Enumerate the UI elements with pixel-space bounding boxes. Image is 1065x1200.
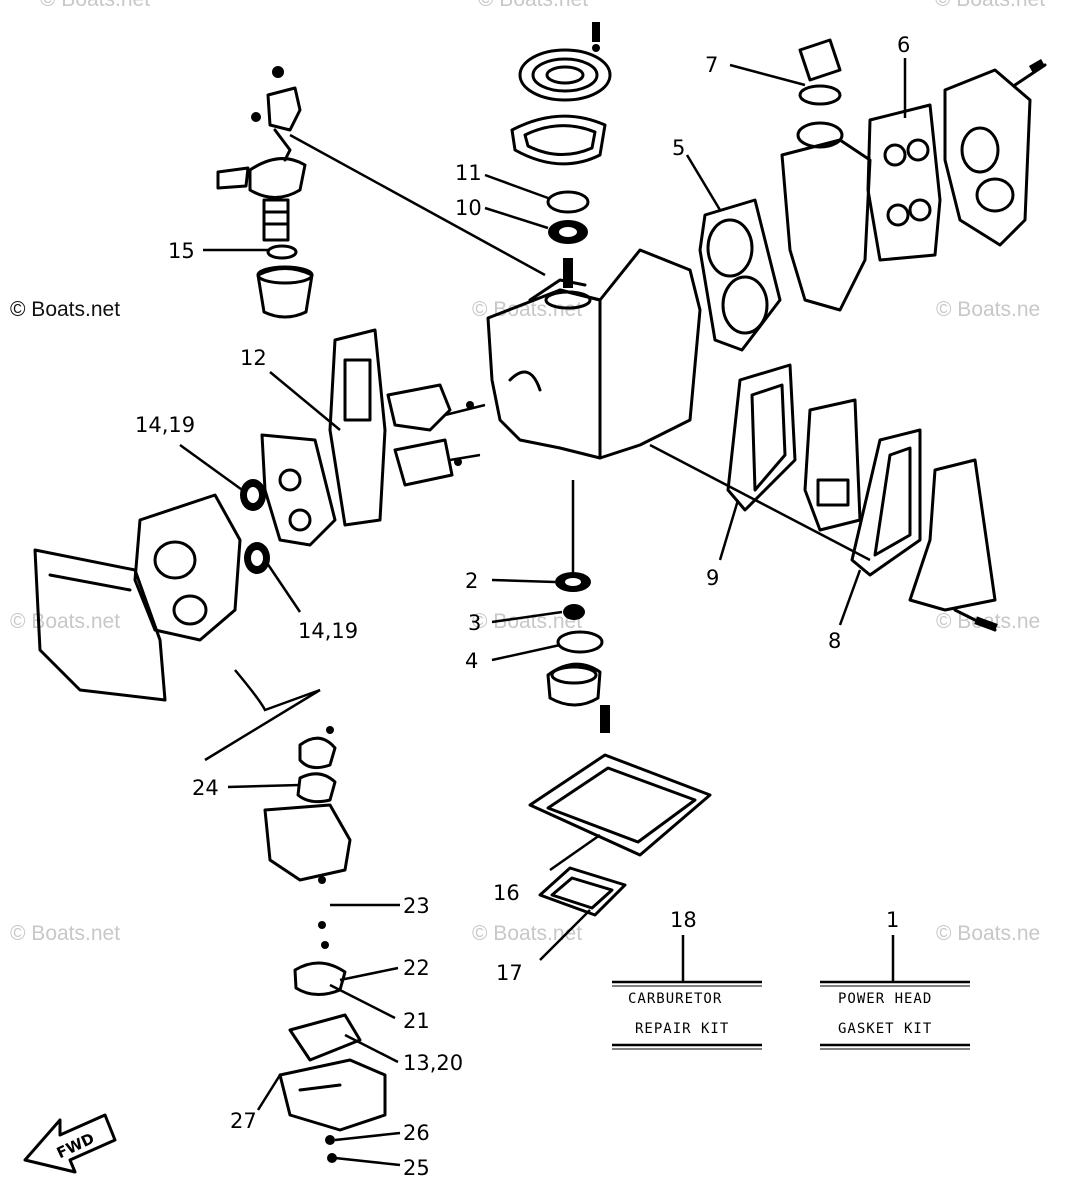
callout-27: 27 xyxy=(230,1109,257,1133)
callout-22: 22 xyxy=(403,956,430,980)
watermark: © Boats.net xyxy=(10,610,120,633)
callout-9: 9 xyxy=(706,566,719,590)
callout-5: 5 xyxy=(672,136,685,160)
watermark: © Boats.net xyxy=(40,0,150,11)
callout-8: 8 xyxy=(828,629,841,653)
oil-seal-3 xyxy=(563,604,585,620)
left-gasket xyxy=(260,433,337,547)
callout-10: 10 xyxy=(455,196,482,220)
callout-1: 1 xyxy=(886,908,899,932)
kit-line: GASKET KIT xyxy=(838,1021,932,1037)
callout-21: 21 xyxy=(403,1009,430,1033)
manifold-12 xyxy=(328,328,387,527)
watermark: © Boats.net xyxy=(10,922,120,945)
callout-4: 4 xyxy=(465,649,478,673)
kit-line: POWER HEAD xyxy=(838,991,932,1007)
crankcase-block xyxy=(486,248,702,460)
callout-26: 26 xyxy=(403,1121,430,1145)
callout-6: 6 xyxy=(897,33,910,57)
watermark: © Boats.net xyxy=(10,298,120,321)
watermark: © Boats.net xyxy=(935,0,1045,11)
top-seal-assembly xyxy=(510,22,612,166)
watermark: © Boats.net xyxy=(472,610,582,633)
gasket-17 xyxy=(538,866,627,917)
o-ring-4 xyxy=(556,630,604,654)
bearing-housing xyxy=(546,662,610,733)
watermark: © Boats.net xyxy=(478,0,588,11)
callouts: 7 6 5 11 10 15 12 14,19 14,19 2 3 4 9 8 … xyxy=(135,33,910,1180)
watermark: © Boats.ne xyxy=(936,298,1040,321)
oil-seal-10 xyxy=(548,220,588,244)
callout-25: 25 xyxy=(403,1156,430,1180)
watermark: © Boats.ne xyxy=(936,922,1040,945)
reed-plate xyxy=(803,398,862,532)
kit-line: CARBURETOR xyxy=(628,991,722,1007)
callout-11: 11 xyxy=(455,161,482,185)
intake-gasket-9 xyxy=(726,363,797,512)
exhaust-plate-6 xyxy=(866,103,942,262)
crankcase-cover xyxy=(133,493,242,642)
cylinder-head-gasket-5 xyxy=(698,198,782,352)
power-head-kit-label: POWER HEAD GASKET KIT xyxy=(820,980,970,1050)
kit-line: REPAIR KIT xyxy=(635,1021,729,1037)
cylinder-head xyxy=(780,38,872,312)
leader-line xyxy=(234,669,321,712)
callout-7: 7 xyxy=(705,53,718,77)
callout-18: 18 xyxy=(670,908,697,932)
exhaust-cover xyxy=(943,59,1047,247)
thermostat-assembly xyxy=(216,66,314,319)
watermark: © Boats.net xyxy=(472,298,582,321)
callout-16: 16 xyxy=(493,881,520,905)
callout-24: 24 xyxy=(192,776,219,800)
callout-12: 12 xyxy=(240,346,267,370)
callout-14-19-lower: 14,19 xyxy=(298,619,358,643)
leader-line xyxy=(204,688,321,762)
oil-seal-14-19-lower xyxy=(244,542,270,574)
leader-line xyxy=(649,443,871,562)
carburetor-kit-label: CARBURETOR REPAIR KIT xyxy=(612,980,762,1050)
air-silencer xyxy=(33,548,167,702)
callout-15: 15 xyxy=(168,239,195,263)
o-ring-11 xyxy=(546,190,590,214)
callout-17: 17 xyxy=(496,961,523,985)
intake-gasket-8 xyxy=(850,428,922,577)
callout-23: 23 xyxy=(403,894,430,918)
watermark: © Boats.net xyxy=(472,922,582,945)
callout-13-20: 13,20 xyxy=(403,1051,463,1075)
callout-2: 2 xyxy=(465,569,478,593)
leader-lines xyxy=(179,58,907,1167)
watermarks: © Boats.net © Boats.net © Boats.net © Bo… xyxy=(10,0,1045,945)
forward-arrow-icon: FWD xyxy=(23,1113,117,1174)
oil-seal-2 xyxy=(555,572,591,592)
leader-line xyxy=(289,133,546,277)
oil-seal-14-19-upper xyxy=(240,479,266,511)
intake-cover xyxy=(908,458,998,632)
carburetor-assembly xyxy=(263,726,387,1163)
callout-3: 3 xyxy=(468,611,481,635)
callout-14-19-upper: 14,19 xyxy=(135,413,195,437)
exhaust-gasket-16 xyxy=(528,753,712,857)
bypass-cover xyxy=(386,383,486,487)
